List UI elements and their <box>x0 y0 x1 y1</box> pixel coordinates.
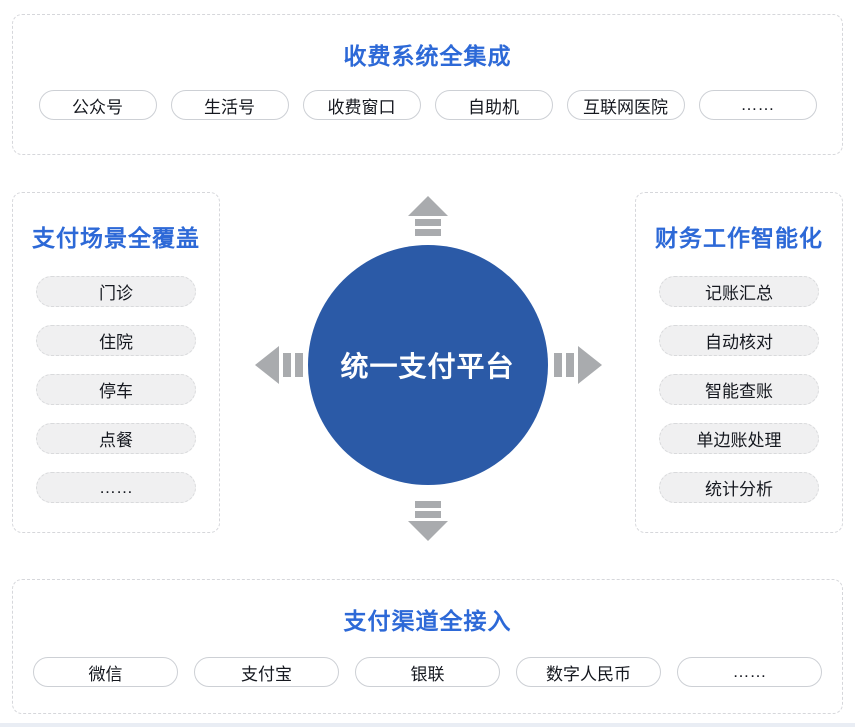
arrow-right-triangle <box>578 346 602 384</box>
payment-channels-title: 支付渠道全接入 <box>343 608 512 634</box>
payment-channel-pill: 微信 <box>33 657 178 687</box>
arrow-left-bar <box>283 353 291 377</box>
finance-intelligence-pill: 智能查账 <box>659 374 819 405</box>
fee-system-pill-row: 公众号生活号收费窗口自助机互联网医院 …… <box>13 90 842 120</box>
arrow-right-bar <box>554 353 562 377</box>
arrow-right-bar <box>566 353 574 377</box>
arrow-up-icon <box>407 196 448 236</box>
arrow-down-bar <box>414 501 441 508</box>
fee-system-pill: 收费窗口 <box>302 90 421 120</box>
arrow-up-bar <box>414 219 441 226</box>
arrow-down-triangle <box>407 521 448 541</box>
fee-system-pill: 公众号 <box>38 90 157 120</box>
payment-channel-pill: 银联 <box>355 657 500 687</box>
arrow-up-triangle <box>407 196 448 216</box>
center-area: 统一支付平台 <box>220 192 635 541</box>
payment-scene-pill: …… <box>36 472 196 503</box>
payment-channel-pill: …… <box>677 657 822 687</box>
bottom-edge-strip <box>0 723 855 727</box>
payment-channels-pill-row: 微信支付宝银联数字人民币 …… <box>13 657 842 687</box>
payment-scenes-pill-list: 门诊住院停车点餐 …… <box>13 276 219 503</box>
section-payment-channels: 支付渠道全接入 微信支付宝银联数字人民币 …… <box>12 579 843 714</box>
payment-channel-pill: 数字人民币 <box>516 657 661 687</box>
fee-system-pill: 自助机 <box>434 90 553 120</box>
arrow-up-bar <box>414 229 441 236</box>
finance-intelligence-pill: 统计分析 <box>659 472 819 503</box>
finance-intelligence-pill: 自动核对 <box>659 325 819 356</box>
arrow-right-icon <box>554 346 602 384</box>
payment-scene-pill: 停车 <box>36 374 196 405</box>
arrow-left-triangle <box>255 346 279 384</box>
unified-platform-circle: 统一支付平台 <box>307 245 548 485</box>
section-payment-scenes: 支付场景全覆盖 门诊住院停车点餐 …… <box>12 192 220 533</box>
fee-system-title: 收费系统全集成 <box>343 43 512 69</box>
payment-scene-pill: 点餐 <box>36 423 196 454</box>
finance-intelligence-pill: 单边账处理 <box>659 423 819 454</box>
fee-system-pill: 生活号 <box>170 90 289 120</box>
middle-row: 支付场景全覆盖 门诊住院停车点餐 …… 统一支付平台 <box>12 192 843 541</box>
finance-intelligence-title: 财务工作智能化 <box>655 225 823 251</box>
fee-system-pill: …… <box>698 90 817 120</box>
arrow-down-icon <box>407 501 448 541</box>
fee-system-pill: 互联网医院 <box>566 90 685 120</box>
finance-intelligence-pill-list: 记账汇总自动核对智能查账单边账处理统计分析 <box>636 276 842 503</box>
payment-channel-pill: 支付宝 <box>194 657 339 687</box>
payment-scene-pill: 门诊 <box>36 276 196 307</box>
arrow-left-bar <box>295 353 303 377</box>
arrow-down-bar <box>414 511 441 518</box>
section-finance-intelligence: 财务工作智能化 记账汇总自动核对智能查账单边账处理统计分析 <box>635 192 843 533</box>
payment-scene-pill: 住院 <box>36 325 196 356</box>
payment-scenes-title: 支付场景全覆盖 <box>32 225 200 251</box>
section-fee-system-integration: 收费系统全集成 公众号生活号收费窗口自助机互联网医院 …… <box>12 14 843 155</box>
arrow-left-icon <box>255 346 303 384</box>
finance-intelligence-pill: 记账汇总 <box>659 276 819 307</box>
unified-platform-label: 统一支付平台 <box>340 351 515 382</box>
